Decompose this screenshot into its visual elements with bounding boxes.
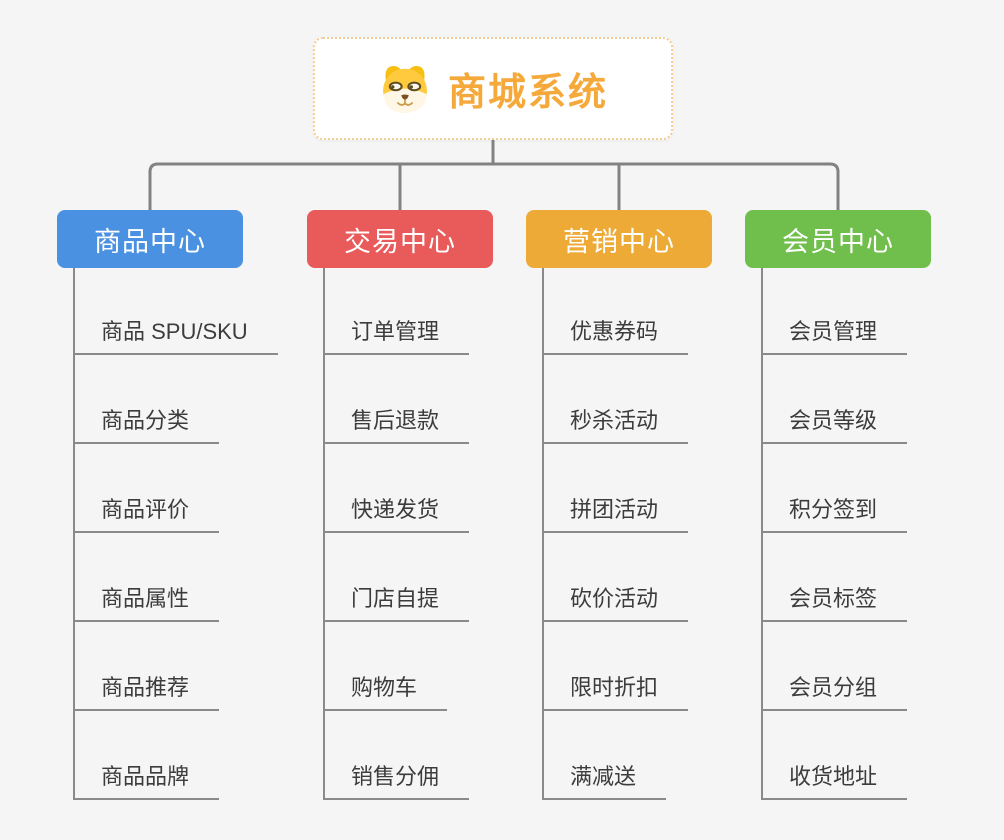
branch-label: 营销中心 <box>563 226 675 257</box>
mindmap-item[interactable]: 订单管理 <box>325 268 493 355</box>
branch-label: 交易中心 <box>344 226 456 257</box>
item-label: 商品评价 <box>75 492 220 533</box>
mindmap-item[interactable]: 商品属性 <box>75 533 243 622</box>
mindmap-item[interactable]: 商品分类 <box>75 355 243 444</box>
item-label: 会员管理 <box>763 314 908 355</box>
branch-header-member-center[interactable]: 会员中心 <box>745 210 931 268</box>
mindmap-item[interactable]: 会员管理 <box>763 268 931 355</box>
item-label: 快递发货 <box>325 492 470 533</box>
dog-face-icon <box>383 65 427 113</box>
mindmap-item[interactable]: 商品评价 <box>75 444 243 533</box>
item-label: 会员分组 <box>763 670 908 711</box>
item-label: 砍价活动 <box>544 581 689 622</box>
mindmap-item[interactable]: 收货地址 <box>763 711 931 800</box>
item-label: 会员标签 <box>763 581 908 622</box>
mindmap-item[interactable]: 积分签到 <box>763 444 931 533</box>
item-label: 限时折扣 <box>544 670 689 711</box>
item-label: 商品品牌 <box>75 759 220 800</box>
item-label: 销售分佣 <box>325 759 470 800</box>
item-label: 秒杀活动 <box>544 403 689 444</box>
mindmap-item[interactable]: 商品品牌 <box>75 711 243 800</box>
root-node[interactable]: 商城系统 <box>313 37 673 140</box>
mindmap-item[interactable]: 会员分组 <box>763 622 931 711</box>
item-label: 门店自提 <box>325 581 470 622</box>
branch-label: 会员中心 <box>782 226 894 257</box>
item-label: 拼团活动 <box>544 492 689 533</box>
branch-items: 订单管理 售后退款 快递发货 门店自提 购物车 销售分佣 <box>323 268 493 800</box>
item-label: 会员等级 <box>763 403 908 444</box>
mindmap-item[interactable]: 商品推荐 <box>75 622 243 711</box>
mindmap-item[interactable]: 会员标签 <box>763 533 931 622</box>
mindmap-item[interactable]: 商品 SPU/SKU <box>75 268 278 355</box>
item-label: 商品分类 <box>75 403 220 444</box>
item-label: 购物车 <box>325 670 448 711</box>
mindmap-item[interactable]: 满减送 <box>544 711 712 800</box>
branch-header-product-center[interactable]: 商品中心 <box>57 210 243 268</box>
item-label: 商品 SPU/SKU <box>75 314 278 355</box>
mindmap-item[interactable]: 快递发货 <box>325 444 493 533</box>
branch-member-center: 会员中心 会员管理 会员等级 积分签到 会员标签 会员分组 收货地址 <box>745 210 931 800</box>
mindmap-item[interactable]: 砍价活动 <box>544 533 712 622</box>
branch-marketing-center: 营销中心 优惠券码 秒杀活动 拼团活动 砍价活动 限时折扣 满减送 <box>526 210 712 800</box>
mindmap-item[interactable]: 限时折扣 <box>544 622 712 711</box>
mindmap-item[interactable]: 会员等级 <box>763 355 931 444</box>
root-title: 商城系统 <box>447 72 608 114</box>
branch-product-center: 商品中心 商品 SPU/SKU 商品分类 商品评价 商品属性 商品推荐 商品品牌 <box>57 210 278 800</box>
branch-header-marketing-center[interactable]: 营销中心 <box>526 210 712 268</box>
item-label: 商品属性 <box>75 581 220 622</box>
mindmap-item[interactable]: 购物车 <box>325 622 493 711</box>
item-label: 商品推荐 <box>75 670 220 711</box>
item-label: 积分签到 <box>763 492 908 533</box>
item-label: 优惠券码 <box>544 314 689 355</box>
mindmap-item[interactable]: 优惠券码 <box>544 268 712 355</box>
branch-items: 会员管理 会员等级 积分签到 会员标签 会员分组 收货地址 <box>761 268 931 800</box>
mindmap-item[interactable]: 秒杀活动 <box>544 355 712 444</box>
item-label: 订单管理 <box>325 314 470 355</box>
branch-items: 商品 SPU/SKU 商品分类 商品评价 商品属性 商品推荐 商品品牌 <box>73 268 278 800</box>
item-label: 售后退款 <box>325 403 470 444</box>
mindmap-item[interactable]: 销售分佣 <box>325 711 493 800</box>
branch-label: 商品中心 <box>94 226 206 257</box>
mindmap-item[interactable]: 售后退款 <box>325 355 493 444</box>
branch-items: 优惠券码 秒杀活动 拼团活动 砍价活动 限时折扣 满减送 <box>542 268 712 800</box>
branch-header-trade-center[interactable]: 交易中心 <box>307 210 493 268</box>
item-label: 满减送 <box>544 759 667 800</box>
item-label: 收货地址 <box>763 759 908 800</box>
branch-trade-center: 交易中心 订单管理 售后退款 快递发货 门店自提 购物车 销售分佣 <box>307 210 493 800</box>
mindmap-item[interactable]: 门店自提 <box>325 533 493 622</box>
mindmap-item[interactable]: 拼团活动 <box>544 444 712 533</box>
